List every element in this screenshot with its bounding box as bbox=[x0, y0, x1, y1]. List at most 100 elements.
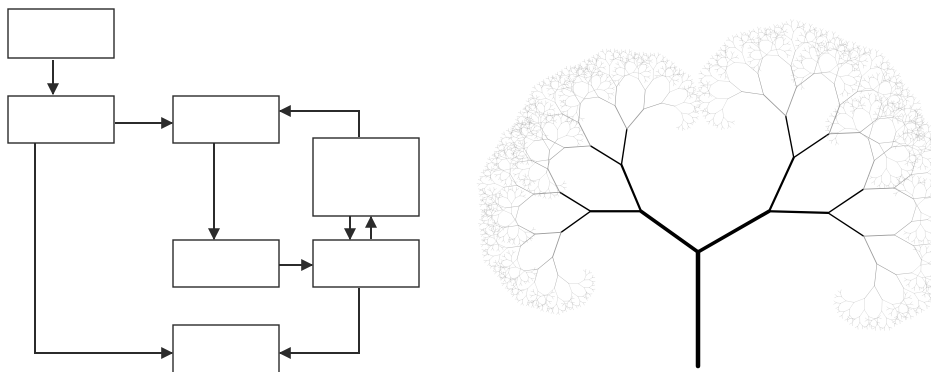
tree-branch bbox=[550, 311, 553, 314]
tree-branch bbox=[918, 176, 922, 180]
tree-branch bbox=[489, 255, 494, 261]
tree-branch bbox=[649, 63, 654, 70]
tree-branch bbox=[916, 198, 925, 207]
tree-branch bbox=[615, 71, 618, 75]
tree-branch bbox=[910, 127, 913, 131]
tree-branch bbox=[498, 229, 501, 233]
tree-branch bbox=[741, 44, 744, 53]
tree-branch bbox=[571, 82, 576, 87]
tree-branch bbox=[816, 42, 819, 46]
tree-branch bbox=[481, 230, 485, 232]
tree-branch bbox=[877, 323, 881, 328]
tree-branch bbox=[516, 129, 522, 132]
tree-branch bbox=[825, 47, 829, 54]
tree-branch bbox=[537, 194, 540, 197]
tree-branch bbox=[894, 234, 914, 246]
tree-branch bbox=[681, 124, 684, 129]
tree-branch bbox=[501, 247, 504, 250]
tree-branch bbox=[868, 82, 872, 89]
tree-branch bbox=[917, 150, 923, 158]
tree-branch bbox=[837, 50, 841, 57]
tree-branch bbox=[911, 219, 928, 222]
tree-branch bbox=[506, 259, 512, 262]
tree-branch bbox=[709, 63, 712, 67]
tree-branch bbox=[920, 257, 923, 266]
tree-branch bbox=[769, 26, 771, 30]
tree-branch bbox=[515, 195, 520, 199]
tree-branch bbox=[855, 61, 859, 65]
tree-branch bbox=[889, 78, 891, 83]
tree-branch bbox=[749, 44, 752, 49]
tree-branch bbox=[629, 54, 632, 56]
tree-branch bbox=[913, 243, 930, 246]
tree-branch bbox=[878, 143, 887, 158]
tree-branch bbox=[506, 286, 509, 289]
tree-branch bbox=[787, 43, 791, 45]
tree-branch bbox=[550, 81, 553, 85]
tree-branch bbox=[688, 113, 693, 118]
tree-branch bbox=[897, 72, 900, 76]
tree-branch bbox=[886, 102, 889, 106]
tree-branch bbox=[532, 91, 534, 95]
tree-branch bbox=[852, 41, 854, 45]
tree-branch bbox=[501, 239, 504, 243]
tree-branch bbox=[510, 127, 514, 129]
tree-branch bbox=[826, 127, 829, 131]
tree-branch bbox=[926, 248, 928, 254]
tree-branch bbox=[854, 57, 858, 59]
tree-branch bbox=[535, 99, 540, 104]
tree-branch bbox=[527, 140, 535, 148]
tree-branch bbox=[550, 93, 555, 95]
tree-branch bbox=[479, 204, 482, 208]
tree-branch bbox=[917, 125, 922, 130]
tree-branch bbox=[645, 62, 648, 65]
tree-branch bbox=[839, 51, 845, 57]
tree-branch bbox=[915, 123, 917, 129]
tree-branch bbox=[509, 175, 512, 181]
tree-branch bbox=[577, 143, 579, 147]
tree-branch bbox=[504, 146, 509, 151]
tree-branch bbox=[595, 54, 599, 56]
tree-branch bbox=[484, 175, 488, 177]
tree-branch bbox=[505, 158, 511, 165]
tree-branch bbox=[568, 94, 577, 97]
tree-branch bbox=[506, 130, 509, 132]
tree-branch bbox=[608, 96, 610, 100]
tree-branch bbox=[877, 72, 881, 76]
tree-branch bbox=[535, 105, 540, 113]
tree-branch bbox=[563, 110, 568, 112]
tree-branch bbox=[591, 74, 597, 78]
tree-branch bbox=[491, 221, 495, 223]
tree-branch bbox=[902, 105, 905, 108]
tree-branch bbox=[846, 58, 851, 63]
tree-branch bbox=[496, 196, 500, 198]
tree-branch bbox=[898, 180, 902, 183]
tree-branch bbox=[565, 114, 568, 117]
tree-branch bbox=[843, 44, 845, 48]
tree-branch bbox=[540, 111, 545, 118]
tree-branch bbox=[760, 49, 768, 56]
tree-branch bbox=[857, 57, 861, 66]
tree-branch bbox=[907, 132, 912, 136]
tree-branch bbox=[913, 118, 916, 121]
tree-branch bbox=[840, 41, 842, 46]
tree-branch bbox=[792, 72, 795, 76]
tree-branch bbox=[877, 75, 879, 80]
tree-branch bbox=[903, 299, 909, 307]
tree-branch bbox=[614, 105, 628, 130]
tree-branch bbox=[529, 128, 534, 135]
tree-branch bbox=[633, 66, 638, 73]
tree-branch bbox=[818, 50, 823, 54]
tree-branch bbox=[485, 202, 488, 206]
tree-branch bbox=[916, 133, 922, 135]
tree-branch bbox=[693, 87, 696, 90]
tree-branch bbox=[495, 147, 498, 149]
tree-branch bbox=[810, 72, 823, 74]
tree-branch bbox=[522, 302, 524, 306]
tree-branch bbox=[533, 181, 535, 185]
tree-branch bbox=[520, 288, 528, 291]
tree-branch bbox=[552, 256, 559, 276]
tree-branch bbox=[581, 69, 585, 73]
tree-branch bbox=[721, 126, 723, 130]
tree-branch bbox=[927, 127, 929, 133]
